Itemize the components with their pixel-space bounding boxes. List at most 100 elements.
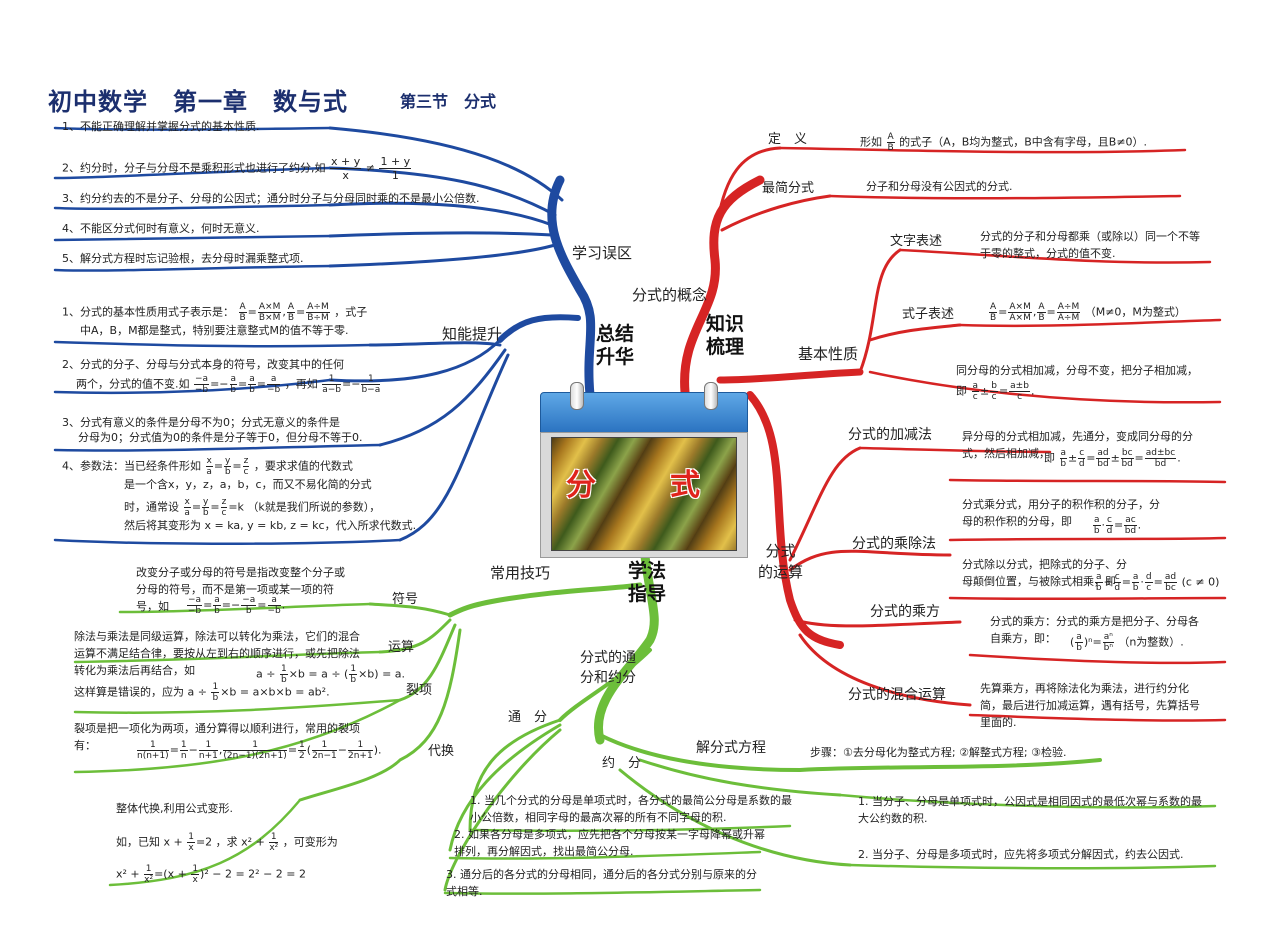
ability-1-line2: 中A，B，M都是整式，特别要注意整式M的值不等于零. [80,324,349,337]
node-study-mistakes: 学习误区 [572,244,633,262]
ability-2-tail: ，再如 [284,377,318,391]
add-same: 同分母的分式相加减，分母不变，把分子相加减， [956,364,1198,377]
node-add-sub: 分式的加减法 [848,427,932,443]
subst-ex-text: 如，已知 [116,835,160,849]
node-formula-desc: 式子表述 [902,307,955,322]
neq-symbol: ≠ [365,161,375,175]
center-label: 分 式 [566,468,722,503]
node-tongfen: 通 分 [508,710,548,725]
power-note: （n为整数）. [1118,635,1184,649]
ability-4-tail: ，要求求值的代数式 [253,459,353,473]
branch-method: 学法 指导 [628,560,667,605]
node-definition: 定 义 [768,132,808,147]
node-common-skill: 常用技巧 [490,564,551,582]
yuefen-1: 1. 当分子、分母是单项式时，公因式是相同因式的最低次幂与系数的最大公约数的积. [858,795,1202,825]
definition-prefix: 形如 [860,135,882,149]
node-op: 运算 [388,640,415,655]
tongfen-1: 1. 当几个分式的分母是单项式时，各分式的最简公分母是系数的最小公倍数，相同字母… [470,794,792,824]
definition-body: 的式子（A，B均为整式，B中含有字母，且B≠0）. [899,135,1148,149]
subst-ex2-text: ，求 [215,835,238,849]
tongfen-3: 3. 通分后的各分式的分母相同，通分后的各分式分别与原来的分式相等. [446,868,757,898]
ability-4-text: 4、参数法：当已经条件形如 [62,459,201,473]
div-text: 分式除以分式，把除式的分子、分母颠倒位置，与被除式相乘，即 [962,558,1127,588]
sign-text: 改变分子或分母的符号是指改变整个分子或分母的符号，而不是第一项或某一项的符号，如 [136,566,345,613]
subst-title: 整体代换,利用公式变形. [116,802,233,815]
node-split: 裂项 [406,683,433,698]
mul-text: 分式乘分式，用分子的积作积的分子，分母的积作积的分母，即 [962,498,1160,528]
mixed-text: 先算乘方，再将除法化为乘法，进行约分化简，最后进行加减运算，遇有括号，先算括号里… [980,682,1200,729]
page-title: 初中数学 第一章 数与式 [48,88,348,116]
mistake-2-text: 2、约分时，分子与分母不是乘积形式也进行了约分,如 [62,161,326,175]
ability-4-line4: 然后将其变形为 x = ka, y = kb, z = kc，代入所求代数式. [124,519,417,532]
ability-4-line3-text: 时，通常设 [124,500,179,514]
node-text-desc: 文字表述 [890,234,943,249]
node-sign: 符号 [392,592,419,607]
tongfen-2: 2. 如果各分母是多项式，应先把各个分母按某一字母降幂或升幂排列，再分解因式，找… [454,828,765,858]
ability-4-line2: 是一个含x，y，z，a，b，c，而又不易化简的分式 [124,478,372,491]
node-ability: 知能提升 [442,325,503,343]
node-mixed: 分式的混合运算 [848,687,946,703]
mistake-3: 3、约分约去的不是分子、分母的公因式；通分时分子与分母同时乘的不是最小公倍数. [62,192,480,205]
ability-4-line3-tail: （k就是我们所说的参数）， [247,500,381,514]
mistake-4: 4、不能区分式何时有意义，何时无意义. [62,222,260,235]
node-power: 分式的乘方 [870,604,940,620]
branch-operation: 分式 的运算 [758,542,804,581]
ability-2-line2-text: 两个，分式的值不变.如 [76,377,190,391]
node-simplest: 最简分式 [762,181,815,196]
power-text: 分式的乘方：分式的乘方是把分子、分母各自乘方，即： [990,615,1199,645]
node-subst: 代换 [428,744,455,759]
op-tail-text: 这样算是错误的，应为 [74,685,184,699]
add-diff-prefix: 即 [1044,451,1055,465]
node-concept: 分式的概念 [632,286,708,304]
mistake-1: 1、不能正确理解并掌握分式的基本性质. [62,120,260,133]
node-yuefen: 约 分 [602,756,642,771]
add-same-prefix: 即 [956,384,967,398]
page-subtitle: 第三节 分式 [400,92,497,111]
div-condition: (c ≠ 0) [1181,575,1220,589]
ability-2: 2、分式的分子、分母与分式本身的符号，改变其中的任何 [62,358,344,371]
node-tongfen-yuefen: 分式的通 分和约分 [580,650,636,686]
calendar-ring-icon [570,382,584,410]
subst-ex3-text: ，可变形为 [282,835,338,849]
split-text: 裂项是把一项化为两项，通分算得以顺利进行，常用的裂项有： [74,722,360,752]
ability-3: 3、分式有意义的条件是分母不为0；分式无意义的条件是 [62,416,340,429]
ability-1-text: 1、分式的基本性质用式子表示是： [62,305,234,319]
yuefen-2: 2. 当分子、分母是多项式时，应先将多项式分解因式，约去公因式. [858,848,1184,861]
node-basic-property: 基本性质 [798,345,859,363]
solve-eq-text: 步骤：①去分母化为整式方程; ②解整式方程; ③检验. [810,746,1067,759]
add-diff: 异分母的分式相加减，先通分，变成同分母的分式，然后相加减， [962,430,1193,460]
op-text: 除法与乘法是同级运算，除法可以转化为乘法，它们的混合运算不满足结合律，要按从左到… [74,630,360,677]
basic-formula-note: （M≠0，M为整式） [1084,305,1186,319]
node-mul-div: 分式的乘除法 [852,536,936,552]
subst-result-text: = 2² − 2 = 2 [235,867,306,881]
node-solve-eq: 解分式方程 [696,740,766,756]
simplest-text: 分子和分母没有公因式的分式. [866,180,1013,193]
ability-3-line2: 分母为0；分式值为0的条件是分子等于0，但分母不等于0. [78,431,363,444]
basic-text: 分式的分子和分母都乘（或除以）同一个不等于零的整式，分式的值不变. [980,230,1200,260]
calendar-body: 分 式 [540,432,748,558]
mistake-5: 5、解分式方程时忘记验根，去分母时漏乘整式项. [62,252,304,265]
center-calendar: 分 式 [540,382,748,558]
